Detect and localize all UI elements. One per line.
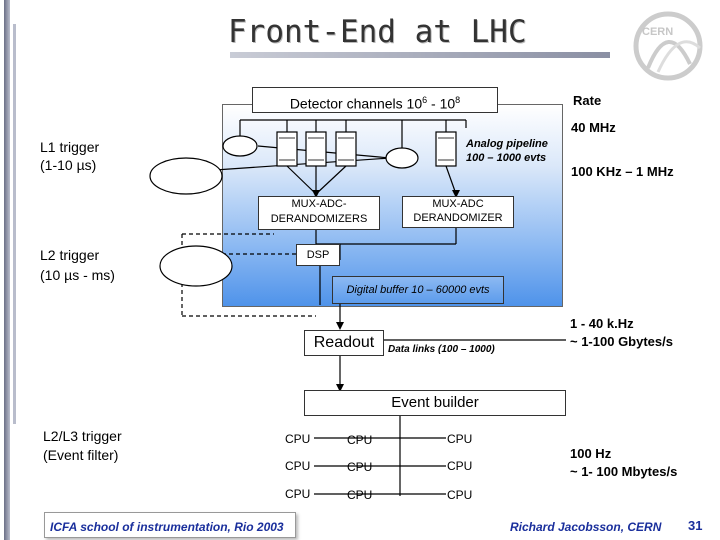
mux2-line2: DERANDOMIZER xyxy=(413,212,503,224)
analog-pipeline-evts: 100 – 1000 evts xyxy=(466,152,547,164)
detector-text: Detector channels 10 xyxy=(289,95,423,112)
l2-trigger-time: (10 µs - ms) xyxy=(40,267,115,283)
readout-box: Readout xyxy=(304,330,384,356)
decorative-left-bar-thin xyxy=(13,24,16,424)
l1-trigger-label: L1 trigger xyxy=(40,139,100,155)
title-underline xyxy=(230,52,610,58)
page-number: 31 xyxy=(688,518,703,533)
rate-100khz: 100 KHz – 1 MHz xyxy=(571,164,674,179)
data-links-label: Data links (100 – 1000) xyxy=(388,344,495,355)
rate-khz: 1 - 40 k.Hz xyxy=(570,316,634,331)
digital-buffer-box: Digital buffer 10 – 60000 evts xyxy=(332,276,504,304)
cpu-r2c3: CPU xyxy=(447,459,473,473)
rate-label: Rate xyxy=(573,93,602,108)
cpu-r1c3: CPU xyxy=(447,432,473,446)
footer-left: ICFA school of instrumentation, Rio 2003 xyxy=(50,520,284,534)
rate-100hz: 100 Hz xyxy=(570,446,612,461)
mux1-line1: MUX-ADC- xyxy=(291,198,347,210)
rate-mbytes: ~ 1- 100 Mbytes/s xyxy=(570,464,678,479)
mux2-line1: MUX-ADC xyxy=(432,198,484,210)
dsp-box: DSP xyxy=(296,244,340,266)
cpu-r2c1: CPU xyxy=(285,459,311,473)
rate-40mhz: 40 MHz xyxy=(571,120,616,135)
l2-trigger-label: L2 trigger xyxy=(40,247,100,263)
mux-adc-derandomizer-box: MUX-ADC DERANDOMIZER xyxy=(402,196,514,228)
mux1-line2: DERANDOMIZERS xyxy=(270,213,368,225)
decorative-left-bar xyxy=(4,0,10,540)
analog-pipeline-label: Analog pipeline xyxy=(466,138,548,150)
page-title: Front-End at LHC xyxy=(228,14,527,50)
l1-trigger-time: (1-10 µs) xyxy=(40,157,97,173)
l3-trigger-label: L2/L3 trigger xyxy=(43,428,122,444)
footer-left-box xyxy=(44,512,296,538)
cpu-r3c1: CPU xyxy=(285,487,311,501)
cpu-r2c2: CPU xyxy=(347,460,373,474)
rate-gbytes: ~ 1-100 Gbytes/s xyxy=(570,334,673,349)
cpu-r1c1: CPU xyxy=(285,432,311,446)
detector-mid: - 10 xyxy=(427,95,456,112)
cern-logo-text: CERN xyxy=(642,26,674,38)
detector-exp1: 6 xyxy=(422,95,428,105)
cpu-r3c3: CPU xyxy=(447,488,473,502)
event-builder-box: Event builder xyxy=(304,390,566,416)
detector-channels-box: Detector channels 106 - 108 xyxy=(252,87,498,113)
footer-right: Richard Jacobsson, CERN xyxy=(510,520,662,534)
l3-trigger-desc: (Event filter) xyxy=(43,447,119,463)
detector-exp2: 8 xyxy=(455,95,461,105)
cern-logo-icon xyxy=(633,11,703,81)
mux-adc-derandomizers-box: MUX-ADC- DERANDOMIZERS xyxy=(258,196,380,230)
cpu-r1c2: CPU xyxy=(347,433,373,447)
cpu-r3c2: CPU xyxy=(347,488,373,502)
